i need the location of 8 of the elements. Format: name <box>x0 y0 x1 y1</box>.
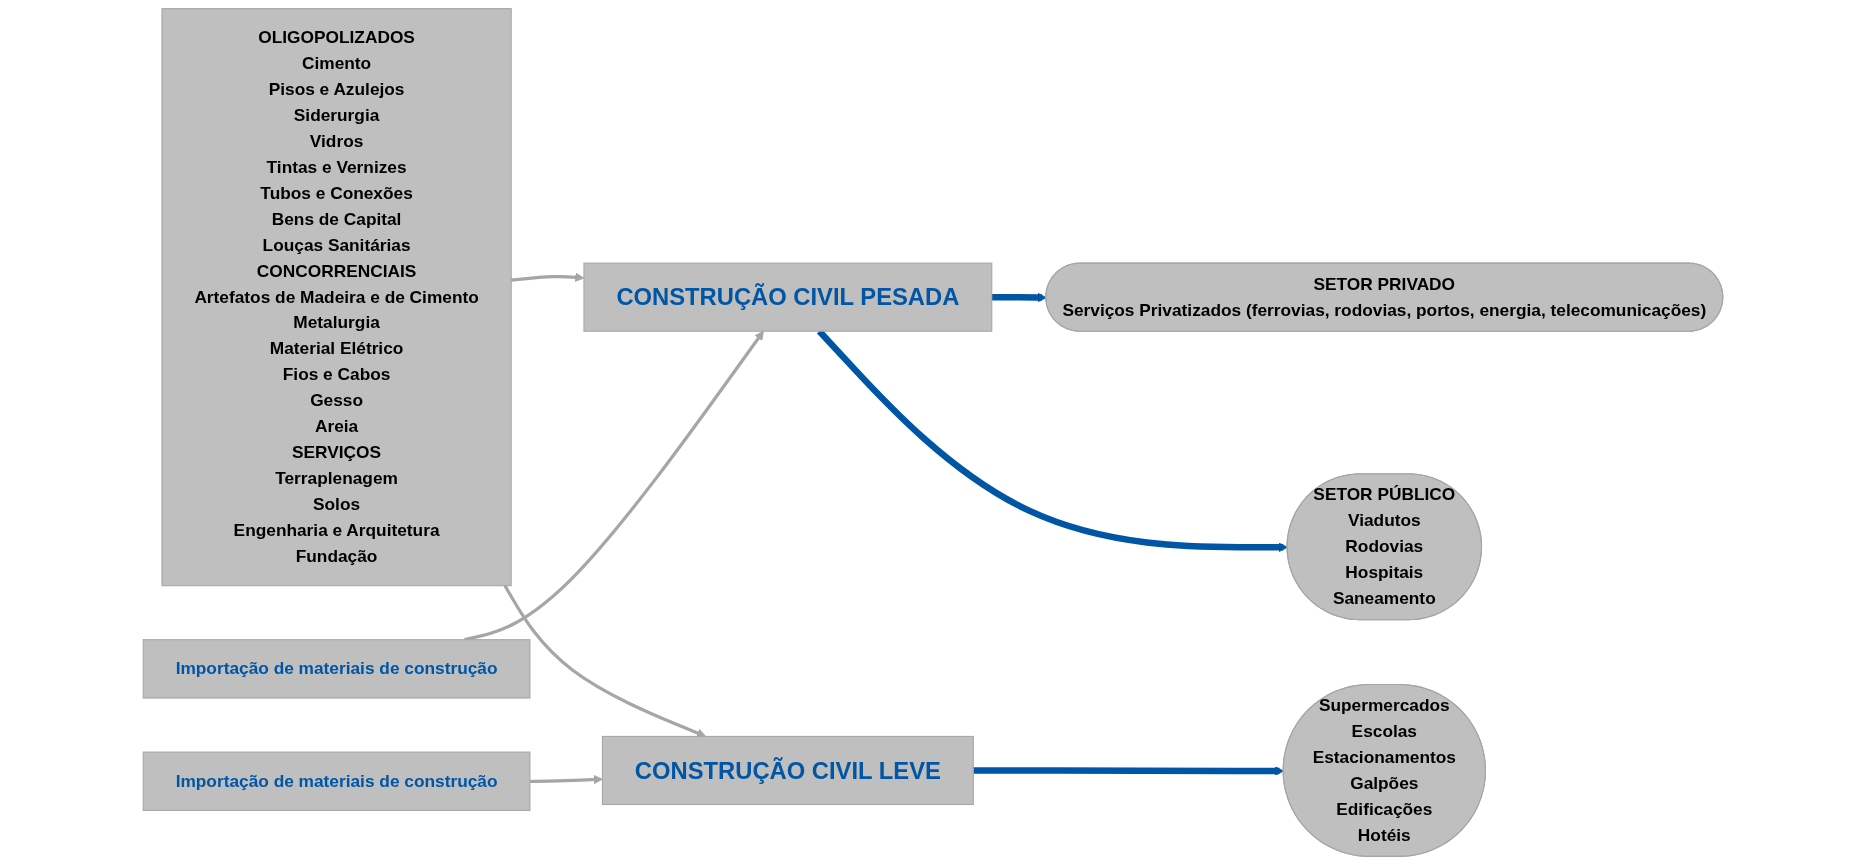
arrow <box>529 774 603 785</box>
node-box: CONSTRUÇÃO CIVIL LEVE <box>601 735 974 806</box>
arrow <box>991 292 1047 303</box>
node-box: CONSTRUÇÃO CIVIL PESADA <box>583 262 993 332</box>
node-box: Importação de materiais de construção <box>142 751 531 811</box>
arrow <box>503 584 707 738</box>
node-box: Importação de materiais de construção <box>142 639 531 699</box>
node-box: OLIGOPOLIZADOS Cimento Pisos e Azulejos Siderurgia Vidros Tintas e Vernizes Tubos e Conexões Bens de Capital Louças Sanitárias CONCORRENCIAIS Artefatos de Madeira e de Cimento Metalurgia Material Elétrico Fios e Cabos Gesso Areia SERVIÇOS Terraplenagem Solos Engenharia e Arquitetura Fundação <box>161 8 512 587</box>
